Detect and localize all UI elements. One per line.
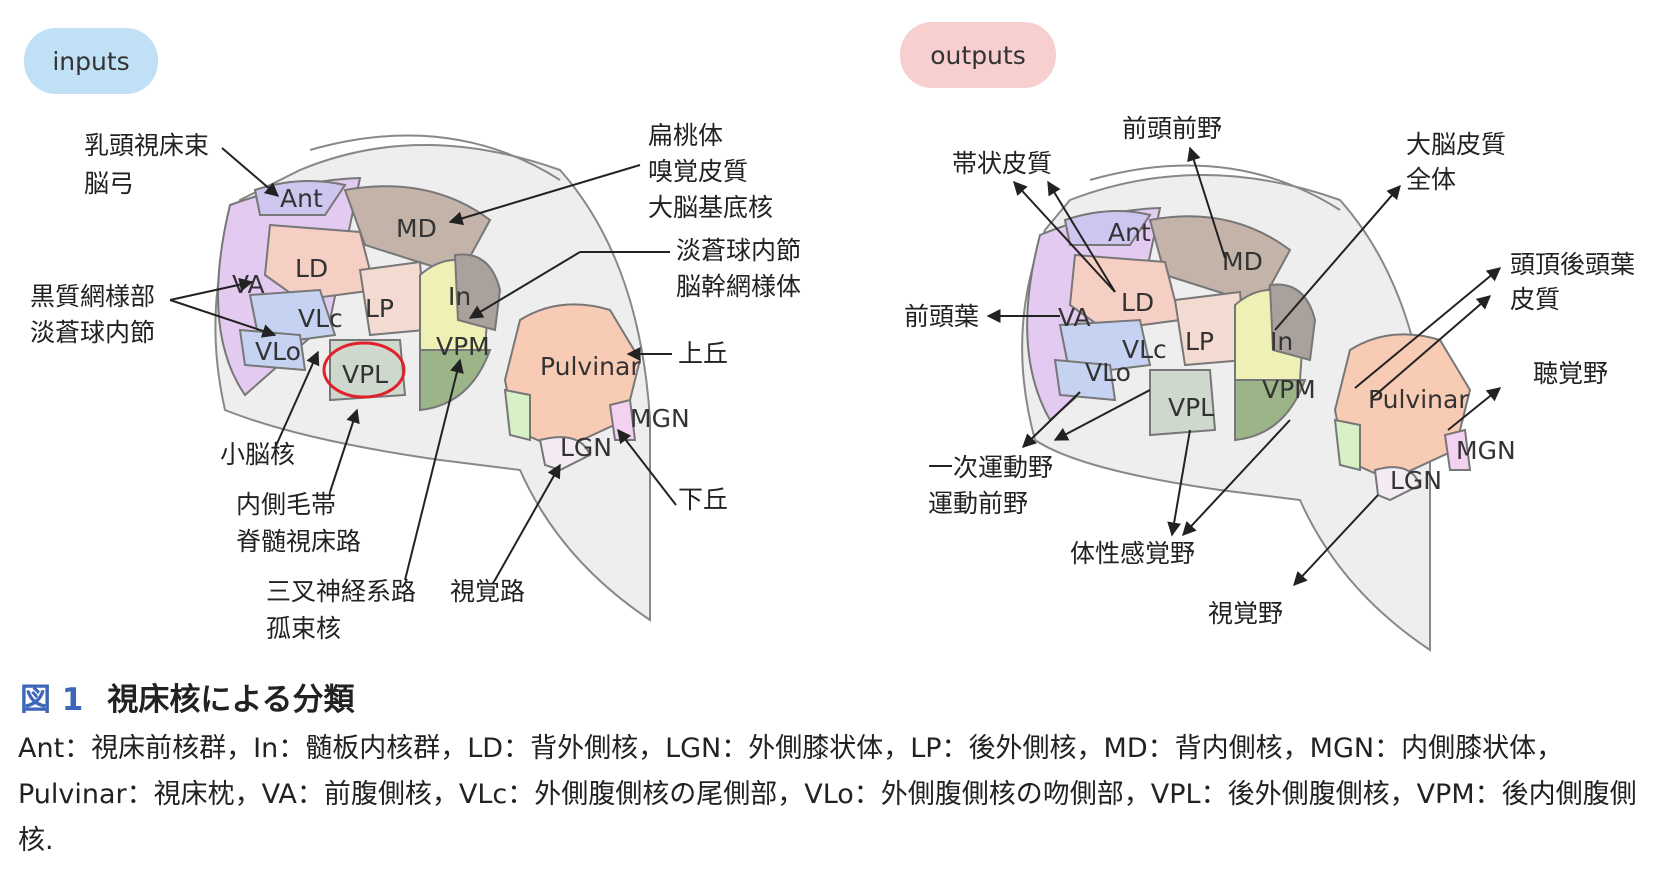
input-label: 下丘: [678, 485, 728, 514]
figure-number: 図 1: [20, 682, 84, 718]
output-label: 前頭前野: [1122, 114, 1222, 143]
nucleus-lgn: LGN: [1390, 466, 1442, 495]
input-label: 脊髄視床路: [236, 527, 361, 556]
nucleus-va: VA: [1058, 303, 1091, 332]
inputs-badge: inputs: [24, 28, 158, 94]
nucleus-mgn: MGN: [1456, 436, 1516, 465]
thalamus-diagrams: Ant MD LD VA LP VLc In VLo VPL VPM Pulvi…: [30, 114, 1635, 652]
right-output-labels: 前頭前野 帯状皮質 大脳皮質 全体 頭頂後頭葉 皮質 前頭葉 聴覚野 一次運動野…: [904, 114, 1635, 628]
figure-title: 視床核による分類: [107, 682, 355, 718]
nucleus-ld: LD: [295, 254, 328, 283]
input-label: 扁桃体: [648, 121, 723, 150]
input-label: 淡蒼球内節: [676, 236, 801, 265]
nucleus-vlo: VLo: [255, 337, 301, 366]
figure-legend: Ant：視床前核群，In：髄板内核群，LD：背外側核，LGN：外側膝状体，LP：…: [18, 733, 1637, 856]
output-label: 一次運動野: [928, 453, 1053, 482]
input-label: 嗅覚皮質: [648, 157, 748, 186]
nucleus-vpl: VPL: [1168, 393, 1214, 422]
input-label: 大脳基底核: [648, 193, 773, 222]
nucleus-ant: Ant: [280, 184, 323, 213]
nucleus-md: MD: [1222, 247, 1263, 276]
nucleus-in: In: [1270, 327, 1293, 356]
nucleus-vpm: VPM: [1262, 375, 1316, 404]
input-label: 視覚路: [450, 577, 525, 606]
input-label: 上丘: [678, 339, 728, 368]
nucleus-lp: LP: [365, 294, 394, 323]
output-label: 皮質: [1510, 285, 1560, 314]
nucleus-vlc: VLc: [298, 304, 343, 333]
left-nucleus-labels: Ant MD LD VA LP VLc In VLo VPL VPM Pulvi…: [232, 184, 690, 462]
vpl-highlight-ring: [322, 341, 406, 399]
nucleus-vpm: VPM: [436, 332, 490, 361]
nucleus-lgn: LGN: [560, 433, 612, 462]
input-label: 孤束核: [266, 614, 341, 643]
output-label: 体性感覚野: [1070, 539, 1195, 568]
left-thalamus: [214, 134, 651, 622]
right-nucleus-labels: Ant MD LD VA LP VLc In VLo VPL VPM Pulvi…: [1058, 218, 1516, 495]
outputs-badge: outputs: [900, 22, 1056, 88]
output-label: 全体: [1406, 165, 1456, 194]
nucleus-vpl: VPL: [342, 360, 388, 389]
nucleus-pulvinar: Pulvinar: [540, 352, 641, 381]
nucleus-vlo: VLo: [1085, 358, 1131, 387]
left-arrows: [169, 147, 677, 581]
input-label: 内側毛帯: [236, 490, 336, 519]
nucleus-in: In: [448, 282, 471, 311]
output-label: 視覚野: [1208, 599, 1283, 628]
nucleus-md: MD: [396, 214, 437, 243]
input-label: 乳頭視床束: [84, 131, 209, 160]
nucleus-vlc: VLc: [1122, 335, 1167, 364]
nucleus-lp: LP: [1185, 327, 1214, 356]
output-label: 前頭葉: [904, 302, 979, 331]
input-label: 三叉神経系路: [266, 577, 416, 606]
input-label: 黒質網様部: [30, 282, 155, 311]
input-label: 脳弓: [84, 169, 134, 198]
left-input-labels: 乳頭視床束 脳弓 扁桃体 嗅覚皮質 大脳基底核 淡蒼球内節 脳幹網様体 黒質網様…: [30, 121, 801, 643]
figure-caption: 図 1 視床核による分類: [20, 674, 354, 719]
nucleus-ld: LD: [1121, 288, 1154, 317]
output-label: 聴覚野: [1533, 359, 1608, 388]
output-label: 帯状皮質: [952, 149, 1052, 178]
right-thalamus: [1021, 164, 1472, 652]
output-label: 運動前野: [928, 489, 1028, 518]
output-label: 頭頂後頭葉: [1510, 250, 1635, 279]
output-label: 大脳皮質: [1406, 130, 1506, 159]
right-arrows: [986, 146, 1502, 587]
nucleus-pulvinar: Pulvinar: [1368, 385, 1469, 414]
input-label: 小脳核: [220, 440, 295, 469]
nucleus-ant: Ant: [1108, 218, 1151, 247]
nucleus-mgn: MGN: [630, 404, 690, 433]
input-label: 淡蒼球内節: [30, 318, 155, 347]
input-label: 脳幹網様体: [676, 272, 801, 301]
